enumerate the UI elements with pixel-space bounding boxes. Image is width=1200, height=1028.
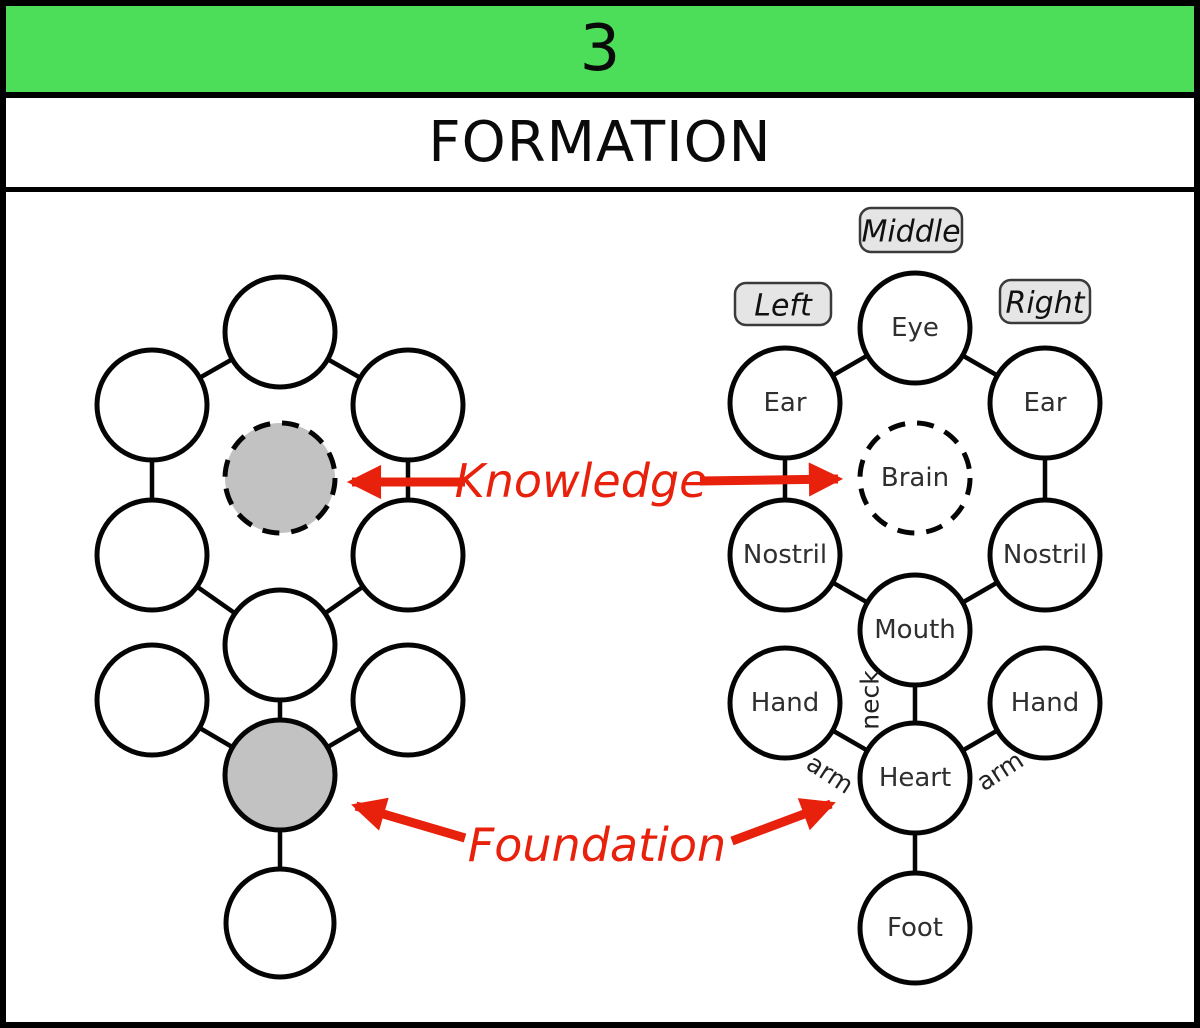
tag-left xyxy=(733,281,833,327)
tag-label-middle: Middle xyxy=(861,215,960,250)
node-eye xyxy=(857,270,973,386)
page-title: FORMATION xyxy=(428,109,772,175)
node-upper-left xyxy=(94,347,210,463)
arrow-foundation-right xyxy=(730,798,836,846)
node-label-foot: Foot xyxy=(887,913,943,943)
tab-header: 3 xyxy=(6,6,1194,98)
tag-label-right: Right xyxy=(1006,286,1086,321)
node-hand-right xyxy=(987,645,1103,761)
node-upper-right xyxy=(350,347,466,463)
node-ear-right xyxy=(987,345,1103,461)
node-lower-right xyxy=(350,642,466,758)
node-brain xyxy=(857,420,973,536)
node-heart xyxy=(857,720,973,836)
node-foundation-node xyxy=(222,717,338,833)
node-knowledge-node xyxy=(222,420,338,536)
node-top xyxy=(222,274,338,390)
node-label-ear-right: Ear xyxy=(1023,388,1066,418)
node-label-nostril-right: Nostril xyxy=(1003,540,1087,570)
node-mid-right xyxy=(350,497,466,613)
node-label-heart: Heart xyxy=(879,763,951,793)
title-bar: FORMATION xyxy=(6,98,1194,192)
node-ear-left xyxy=(727,345,843,461)
node-hand-left xyxy=(727,645,843,761)
arrow-knowledge-right xyxy=(699,462,844,497)
tag-label-left: Left xyxy=(754,289,813,324)
node-foot xyxy=(857,870,973,986)
tab-number: 3 xyxy=(579,12,621,86)
node-center xyxy=(222,587,338,703)
tag-middle xyxy=(858,206,964,254)
node-label-nostril-left: Nostril xyxy=(743,540,827,570)
annotation-knowledge: Knowledge xyxy=(455,454,708,508)
arrow-foundation-left xyxy=(351,797,467,843)
node-bottom xyxy=(223,866,337,980)
node-label-brain: Brain xyxy=(881,463,949,493)
node-lower-left xyxy=(94,642,210,758)
node-label-hand-right: Hand xyxy=(1011,688,1079,718)
node-nostril-right xyxy=(987,497,1103,613)
edge-label-mouth-heart: neck xyxy=(856,670,885,730)
edge-label-hand-left-heart: arm xyxy=(801,748,858,799)
node-mid-left xyxy=(94,497,210,613)
node-label-eye: Eye xyxy=(891,313,939,343)
node-mouth xyxy=(857,572,973,688)
annotation-foundation: Foundation xyxy=(468,818,726,872)
tag-right xyxy=(998,278,1092,325)
node-nostril-left xyxy=(727,497,843,613)
node-label-mouth: Mouth xyxy=(874,615,956,645)
node-label-ear-left: Ear xyxy=(763,388,806,418)
node-label-hand-left: Hand xyxy=(751,688,819,718)
